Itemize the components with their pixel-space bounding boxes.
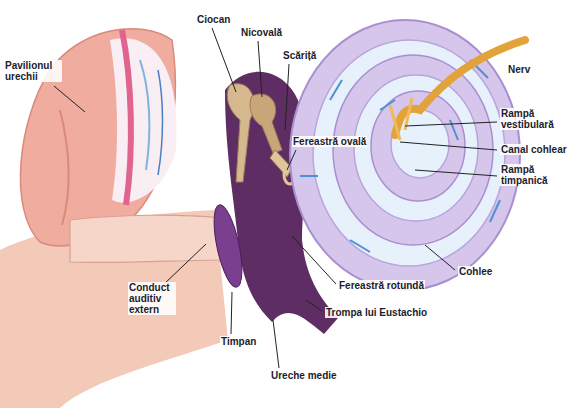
part-label: Conduct auditiv extern [128,282,176,315]
part-label: Rampă vestibulară [500,108,564,130]
cochlea-duct [354,75,478,221]
stapes [270,150,292,177]
incus [250,94,282,153]
cochlea-turn [333,55,493,245]
vessel [158,70,163,175]
part-label: Cohlee [458,266,493,277]
part-label: Fereastră ovală [292,136,367,147]
pinna-fold [122,30,131,205]
tissue [0,210,228,408]
malleus [227,84,254,182]
nerve-branch [390,98,412,140]
pinna-fold [60,110,69,225]
vessel [140,60,149,170]
part-label: Trompa lui Eustachio [325,307,428,318]
part-label: Pavilionul urechii [4,60,62,82]
part-label: Rampă timpanică [500,164,558,186]
part-label: Timpan [220,336,257,347]
part-label: Scăriță [282,50,317,61]
part-label: Ciocan [196,14,231,25]
cartilage [110,38,177,202]
part-label: Nerv [507,64,531,75]
ear-canal [70,215,222,262]
flow-arrows [300,60,500,252]
cochlea-duct [313,40,505,266]
part-label: Canal cohlear [500,144,568,155]
part-label: Fereastră rotundă [338,280,425,291]
part-label: Nicovală [240,27,283,38]
eardrum [209,203,248,290]
leader-lines [54,28,497,368]
part-label: Ureche medie [270,370,338,381]
